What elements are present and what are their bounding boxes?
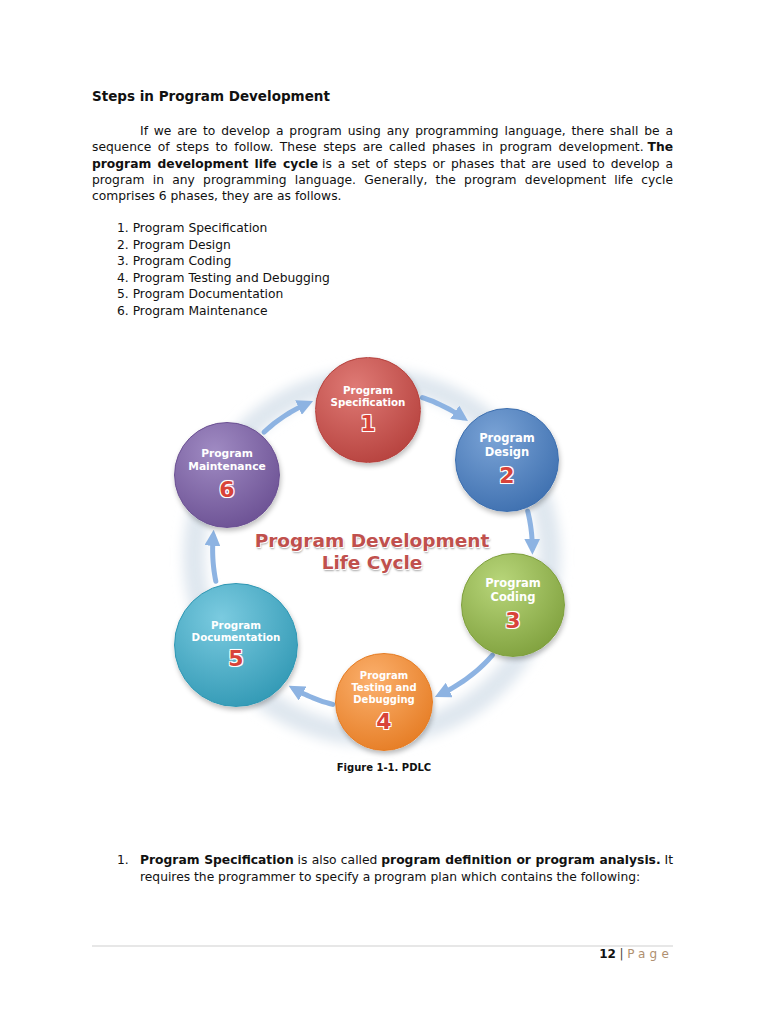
page-heading: Steps in Program Development [92,88,330,104]
phase-name: Program Documentation [190,619,282,644]
body-text: program definition or program analysis. [381,853,660,867]
figure-caption: Figure 1-1. PDLC [0,762,768,773]
page-number: 12 [599,947,616,961]
list-item: 1. Program Specification [117,220,617,237]
footer-rule [92,946,673,947]
list-item: 6. Program Maintenance [117,303,617,320]
phase-list: 1. Program Specification2. Program Desig… [117,220,617,320]
cycle-arrow [264,404,307,432]
phase-number: 1 [360,412,375,436]
body-text: Program Specification [140,853,294,867]
separator: | [620,947,624,961]
body-text: If we are to develop a program using any… [92,124,673,154]
cycle-arrow [213,536,216,581]
cycle-arrow [294,689,332,704]
list-number: 1. [117,853,129,867]
phase-circle: Program Design 2 [455,408,559,512]
phase-name: Program Specification [329,384,407,409]
cycle-arrow [422,398,462,418]
list-item: 4. Program Testing and Debugging [117,270,617,287]
phase-circle: Program Specification 1 [315,357,420,462]
phase-circle: Program Coding 3 [461,553,565,657]
cycle-title: Program Development Life Cycle [247,530,497,574]
phase-number: 6 [219,478,234,502]
phase-name: Program Maintenance [188,448,266,474]
phase-name: Program Testing and Debugging [348,670,421,706]
phase-number: 3 [505,609,520,633]
list-item: 3. Program Coding [117,253,617,270]
phase-circle: Program Testing and Debugging 4 [335,653,433,751]
phase-number: 2 [499,464,514,488]
phase-name: Program Design [469,432,546,460]
page-word: Page [627,947,673,961]
paragraph: Program Specification is also calledprogr… [140,852,673,885]
phase-number: 5 [228,647,243,671]
phase-circle: Program Documentation 5 [174,583,298,707]
body-text: is also called [298,853,378,867]
page-footer: 12 |Page [596,947,673,961]
cycle-arrow [441,655,493,694]
list-item: 5. Program Documentation [117,286,617,303]
paragraph: If we are to develop a program using any… [92,123,673,204]
list-number: 1. [117,852,129,869]
cycle-arrow [528,511,533,548]
list-item: 2. Program Design [117,237,617,254]
phase-name: Program Coding [475,577,552,605]
phase-number: 4 [376,710,391,734]
phase-circle: Program Maintenance 6 [174,422,280,528]
